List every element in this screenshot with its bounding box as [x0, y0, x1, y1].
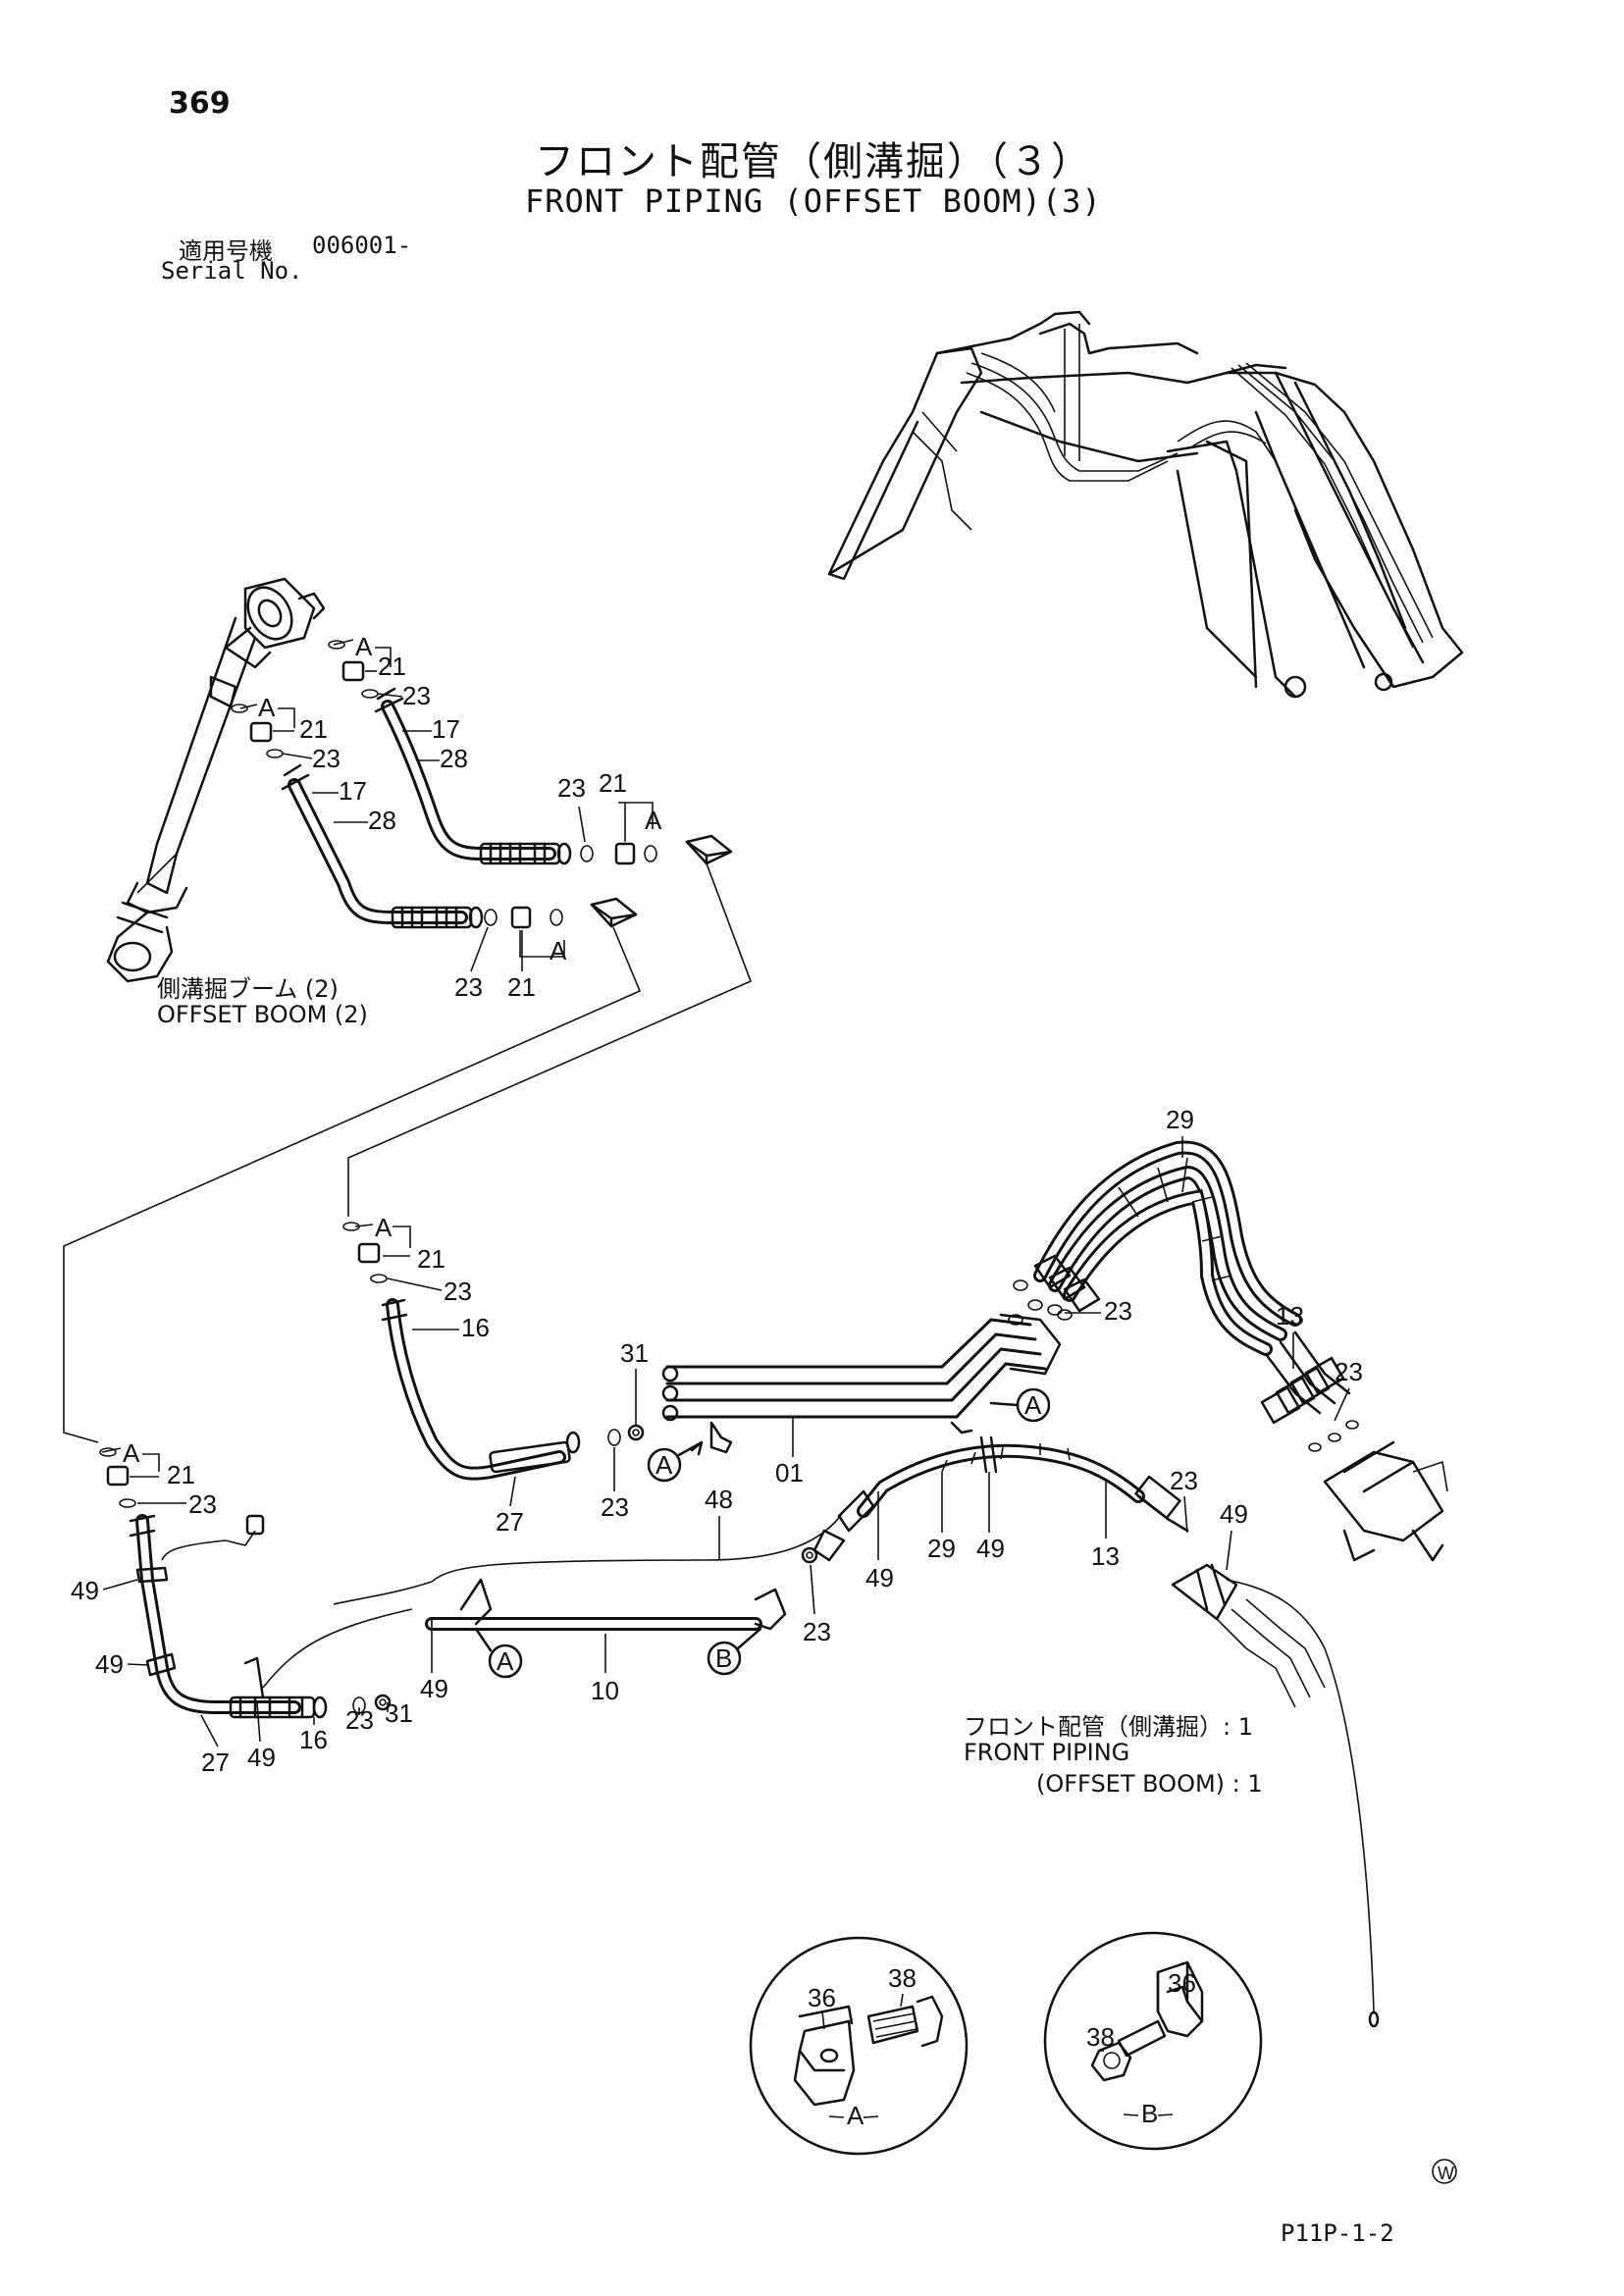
label-23-right-1: 23: [1104, 1296, 1132, 1326]
label-23-upper-1: 23: [402, 681, 431, 710]
hose-13-block: [1260, 1331, 1448, 1562]
label-49-left-4: 49: [420, 1674, 448, 1703]
label-27-mid: 27: [496, 1507, 524, 1537]
callout-a-2-text: A: [1024, 1390, 1042, 1420]
callouts: A A A B W: [474, 1387, 1457, 2184]
page-title-en: FRONT PIPING (OFFSET BOOM)(3): [525, 183, 1102, 220]
label-29-top: 29: [1166, 1105, 1194, 1134]
label-a-upper-1: A: [355, 632, 373, 661]
page-title-jp: フロント配管（側溝掘）（３）: [535, 139, 1092, 184]
callout-a-1: [647, 1447, 682, 1483]
label-49-lower-1: 49: [865, 1563, 894, 1592]
label-23-left: 23: [188, 1489, 217, 1519]
label-13-lower: 13: [1091, 1541, 1120, 1571]
label-23-mid-2: 23: [601, 1492, 629, 1522]
label-16-mid: 16: [461, 1313, 490, 1342]
label-23-lower-1: 23: [803, 1617, 831, 1646]
label-21-upper-4: 21: [507, 972, 536, 1002]
label-21-left: 21: [167, 1460, 195, 1489]
label-a-upper-2: A: [258, 693, 276, 722]
label-36-b: 36: [1168, 1968, 1196, 1998]
detail-b-label: B: [1141, 2099, 1158, 2128]
label-36-a: 36: [808, 1983, 836, 2012]
label-a-left: A: [123, 1438, 140, 1468]
serial-label-en: Serial No.: [161, 257, 303, 285]
front-piping-caption-jp: フロント配管（側溝掘）: 1: [964, 1713, 1253, 1741]
label-a-mid: A: [375, 1213, 393, 1242]
drawing-code: P11P-1-2: [1281, 2219, 1394, 2247]
label-28-upper-1: 28: [440, 744, 468, 773]
pipe-01-group: [661, 1313, 1062, 1454]
w-mark-text: W: [1438, 2164, 1454, 2183]
label-21-upper-2: 21: [299, 714, 328, 744]
label-23-upper-2: 23: [312, 744, 341, 773]
label-23-upper-3: 23: [557, 773, 586, 803]
w-mark: [1432, 2159, 1457, 2184]
hose-29-group: [1008, 1140, 1302, 1356]
middle-hose-16: [342, 1222, 645, 1481]
label-17-upper-1: 17: [432, 714, 460, 744]
upper-fittings: [231, 640, 733, 929]
detail-view-b: B: [1043, 1931, 1263, 2151]
label-31-mid: 31: [620, 1338, 649, 1368]
lower-hose-routing: [333, 1435, 1189, 1631]
part-labels: A 21 23 17 28 A 21 23 17 28 23 21 A A 23…: [71, 632, 1363, 2052]
offset-boom-drawing: [106, 577, 326, 983]
offset-boom-caption-en: OFFSET BOOM (2): [157, 1001, 368, 1028]
callout-a-3: [488, 1644, 523, 1679]
label-49-right: 49: [1220, 1499, 1248, 1529]
label-27-left: 27: [201, 1748, 230, 1777]
label-49-lower-2: 49: [976, 1534, 1005, 1563]
label-21-upper-3: 21: [599, 768, 627, 798]
excavator-overview: [827, 310, 1464, 699]
offset-boom-caption-jp: 側溝掘ブーム (2): [157, 975, 339, 1003]
label-21-upper-1: 21: [378, 652, 406, 681]
lower-hose-assembly: [281, 763, 484, 929]
label-23-right-2: 23: [1335, 1357, 1363, 1386]
label-10: 10: [591, 1676, 619, 1705]
detail-view-a: A: [749, 1936, 969, 2156]
serial-label-jp: 適用号機: [179, 237, 273, 265]
label-16-left: 16: [299, 1725, 328, 1754]
label-48: 48: [705, 1485, 733, 1514]
label-a-upper-3: A: [645, 806, 662, 835]
front-piping-caption-en-2: (OFFSET BOOM) : 1: [1036, 1770, 1263, 1798]
callout-a-1-text: A: [655, 1450, 673, 1480]
label-13-right: 13: [1276, 1301, 1304, 1331]
label-29-lower: 29: [927, 1534, 956, 1563]
detail-a-label: A: [847, 2101, 864, 2130]
long-line-right: [1171, 1563, 1380, 2028]
label-38-a: 38: [888, 1963, 917, 1993]
upper-hose-assembly: [374, 687, 572, 865]
connection-lines: [63, 862, 753, 1443]
label-01: 01: [775, 1458, 804, 1487]
label-21-mid: 21: [417, 1244, 445, 1274]
front-piping-caption-en-1: FRONT PIPING: [964, 1739, 1130, 1766]
label-49-left-3: 49: [247, 1743, 276, 1772]
label-a-upper-4: A: [550, 936, 567, 965]
label-23-upper-4: 23: [454, 972, 483, 1002]
left-hose-27: [99, 1447, 413, 1719]
label-38-b: 38: [1086, 2022, 1115, 2052]
serial-value: 006001-: [312, 232, 412, 259]
label-17-upper-2: 17: [339, 776, 367, 806]
label-49-left-2: 49: [95, 1649, 124, 1679]
callout-b-1-text: B: [715, 1644, 732, 1673]
label-23-lower-2: 23: [1170, 1466, 1198, 1495]
label-49-left-1: 49: [71, 1576, 99, 1605]
label-31-left: 31: [385, 1698, 413, 1728]
label-28-upper-2: 28: [368, 806, 396, 835]
page-number: 369: [169, 86, 231, 121]
label-23-mid: 23: [444, 1277, 472, 1306]
callout-b-1: [707, 1641, 742, 1676]
callout-a-3-text: A: [497, 1646, 514, 1676]
